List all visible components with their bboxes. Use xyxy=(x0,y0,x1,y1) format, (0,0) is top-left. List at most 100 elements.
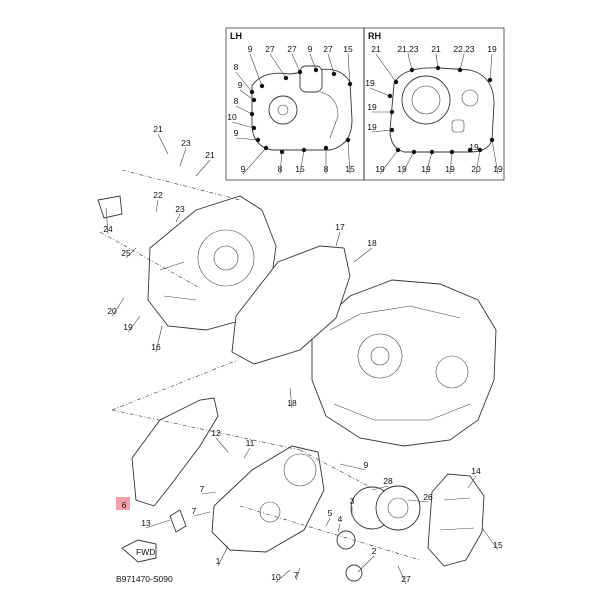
bracket-13 xyxy=(169,509,187,533)
inset-right-callout-2: 21 xyxy=(431,44,441,54)
leader-line xyxy=(407,53,413,71)
leader-line xyxy=(239,89,255,101)
leader-line xyxy=(371,129,393,133)
leader-line xyxy=(481,527,499,551)
leader-line xyxy=(337,523,341,533)
bolt-marker xyxy=(279,149,285,155)
leader-line xyxy=(369,87,391,97)
inset-right-callout-0: 21 xyxy=(371,44,381,54)
leader-line xyxy=(435,53,439,69)
inset-left-callout-3: 9 xyxy=(308,44,313,54)
inset-left-callout-5: 15 xyxy=(343,44,353,54)
leader-line xyxy=(295,567,301,581)
inset-left-callout-2: 27 xyxy=(287,44,297,54)
inset-right-callout-6: 19 xyxy=(367,102,377,112)
inset-left-callout-9: 10 xyxy=(227,112,237,122)
inset-right-callout-5: 19 xyxy=(365,78,375,88)
main-callout-10: 19 xyxy=(123,322,133,332)
bolt-marker xyxy=(467,147,473,153)
leader-line xyxy=(179,147,187,167)
inset-right-callout-4: 19 xyxy=(487,44,497,54)
main-callout-29: 10 xyxy=(271,572,281,582)
leader-line xyxy=(217,545,229,567)
bolt-marker xyxy=(297,69,303,75)
leader-line xyxy=(401,151,415,175)
leader-line xyxy=(235,105,253,115)
bolt-marker xyxy=(249,111,255,117)
inset-left-title: LH xyxy=(230,31,242,41)
bolt-marker xyxy=(457,67,463,73)
inset-right-callout-10: 19 xyxy=(421,164,431,174)
bolt-marker xyxy=(387,93,393,99)
bolt-marker xyxy=(429,149,435,155)
main-callout-9: 20 xyxy=(107,306,117,316)
bolt-marker xyxy=(283,75,289,81)
leader-line xyxy=(339,463,367,471)
inset-right-callout-14: 19 xyxy=(493,164,503,174)
main-callout-23: 4 xyxy=(338,514,343,524)
main-callout-5: 24 xyxy=(103,224,113,234)
main-callout-11: 16 xyxy=(151,342,161,352)
main-callout-3: 22 xyxy=(153,190,163,200)
leader-line xyxy=(347,139,351,175)
main-callout-2: 21 xyxy=(205,150,215,160)
main-callouts: 2123212223242517182019161812119773282614… xyxy=(103,124,503,585)
leader-line xyxy=(269,53,287,79)
inset-right-callout-12: 19 xyxy=(469,142,479,152)
main-callout-13: 12 xyxy=(211,428,221,438)
main-callout-25: 1 xyxy=(216,556,221,566)
inset-left-box: LH xyxy=(225,27,365,181)
bolt-marker xyxy=(389,127,395,133)
main-callout-12: 18 xyxy=(287,398,297,408)
leader-line xyxy=(467,475,477,489)
bolt-marker xyxy=(345,137,351,143)
inset-left-callout-1: 27 xyxy=(265,44,275,54)
leader-line xyxy=(231,121,255,129)
leader-line xyxy=(235,71,253,93)
leader-line xyxy=(145,519,171,529)
reference-lines xyxy=(99,169,421,561)
inset-left-callout-7: 9 xyxy=(238,80,243,90)
bolt-marker xyxy=(251,97,257,103)
leader-line xyxy=(371,485,389,491)
plug-cap xyxy=(345,564,363,582)
main-callout-27: 15 xyxy=(493,540,503,550)
leader-line xyxy=(175,213,181,223)
leader-line xyxy=(157,133,169,155)
right-crankcase-cover xyxy=(211,445,325,553)
inset-left-callout-15: 15 xyxy=(345,164,355,174)
timing-cover-plate xyxy=(375,485,421,531)
inset-left-callout-0: 9 xyxy=(248,44,253,54)
bolt-marker xyxy=(409,67,415,73)
bolt-marker xyxy=(323,145,329,151)
inset-left-callout-11: 9 xyxy=(241,164,246,174)
leader-line xyxy=(291,53,301,73)
leader-line xyxy=(397,565,407,585)
leader-line xyxy=(195,159,211,177)
leader-line xyxy=(375,53,397,83)
leader-line xyxy=(127,315,141,333)
main-callout-30: 27 xyxy=(401,574,411,584)
leader-line xyxy=(327,53,335,75)
oil-filler-plug xyxy=(97,195,123,219)
leader-line xyxy=(242,147,267,175)
fwd-label: FWD xyxy=(136,547,155,557)
leader-line xyxy=(325,517,331,527)
main-callout-28: 7 xyxy=(294,570,299,580)
leader-line xyxy=(449,151,453,175)
inset-right-callout-7: 19 xyxy=(367,122,377,132)
inset-left-callout-6: 8 xyxy=(234,62,239,72)
main-callout-17: 7 xyxy=(192,506,197,516)
main-callout-15: 9 xyxy=(364,460,369,470)
inset-left-callout-8: 8 xyxy=(234,96,239,106)
leader-line xyxy=(125,247,137,259)
bolt-marker xyxy=(347,81,353,87)
bolt-marker xyxy=(263,145,269,151)
main-callout-14: 11 xyxy=(246,438,255,448)
inset-right-callout-3: 22,23 xyxy=(453,44,475,54)
leader-line xyxy=(491,139,499,175)
leader-line xyxy=(235,137,259,141)
bolt-marker xyxy=(259,83,265,89)
bolt-marker xyxy=(313,67,319,73)
